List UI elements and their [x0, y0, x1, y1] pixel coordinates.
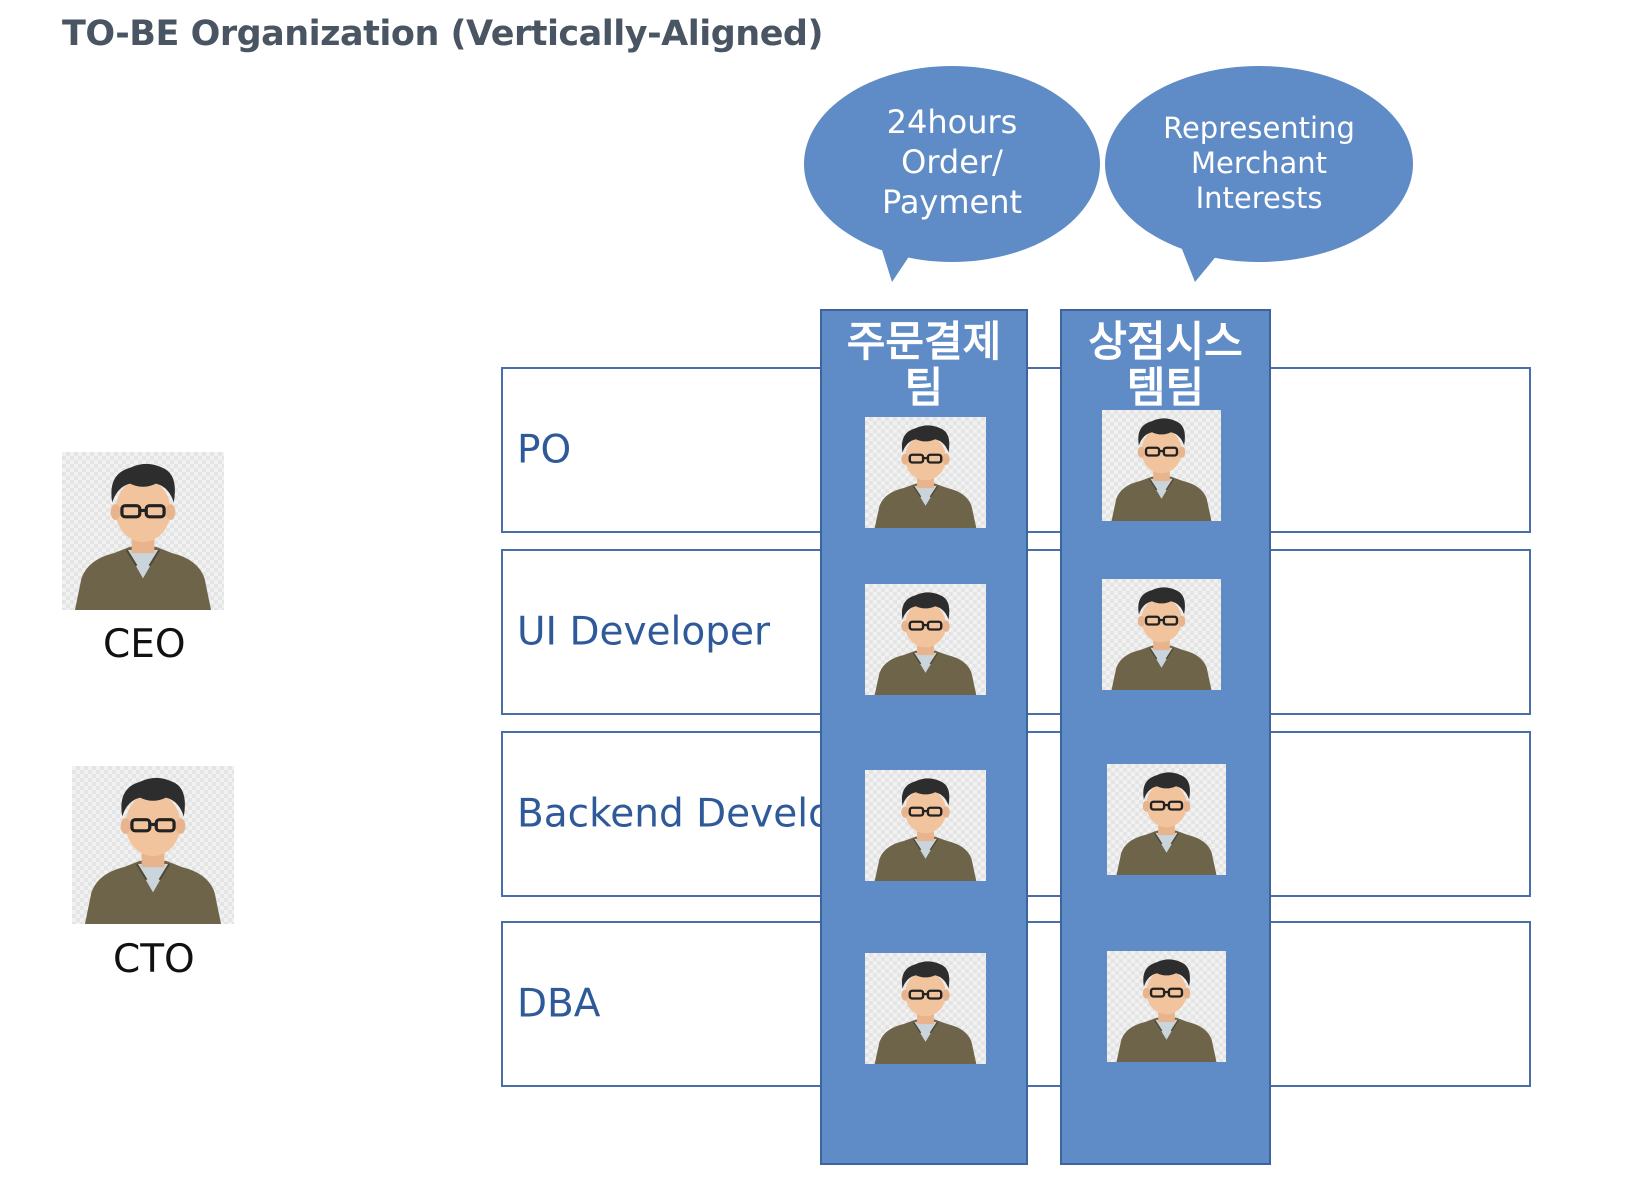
team-title-line2: 팀	[904, 363, 944, 412]
team-member-avatar	[1102, 410, 1221, 521]
team-member-avatar	[1102, 579, 1221, 690]
person-avatar-icon	[83, 776, 223, 924]
cto-label: CTO	[113, 937, 195, 982]
page-title: TO-BE Organization (Vertically-Aligned)	[62, 14, 823, 54]
ceo-avatar	[62, 452, 224, 610]
bubble-text-order-payment: 24hours Order/ Payment	[881, 103, 1023, 221]
person-avatar-icon	[873, 424, 978, 528]
person-avatar-icon	[873, 960, 978, 1064]
team-member-avatar	[865, 953, 986, 1064]
role-label-ui-developer: UI Developer	[517, 609, 771, 655]
ceo-label: CEO	[103, 622, 186, 667]
speech-bubble-shape	[804, 66, 1100, 282]
role-label-po: PO	[517, 427, 572, 473]
bubble-text-merchant-interests: Representing Merchant Interests	[1163, 111, 1355, 215]
role-label-dba: DBA	[517, 981, 601, 1027]
team-member-avatar	[865, 417, 986, 528]
person-avatar-icon	[1110, 417, 1213, 521]
team-title-line1: 상점시스	[1088, 317, 1243, 366]
person-avatar-icon	[1115, 771, 1218, 875]
team-title-order-payment: 주문결제 팀	[822, 319, 1026, 411]
cto-avatar	[72, 766, 234, 924]
person-avatar-icon	[1110, 586, 1213, 690]
person-avatar-icon	[73, 462, 213, 610]
team-title-line1: 주문결제	[846, 317, 1002, 366]
team-member-avatar	[1107, 951, 1226, 1062]
team-member-avatar	[865, 584, 986, 695]
speech-bubble-shape	[1105, 66, 1413, 282]
team-member-avatar	[1107, 764, 1226, 875]
person-avatar-icon	[873, 591, 978, 695]
team-title-merchant-system: 상점시스 템팀	[1062, 319, 1269, 411]
speech-bubble-merchant-interests: Representing Merchant Interests	[1103, 64, 1415, 286]
team-title-line2: 템팀	[1126, 363, 1205, 412]
team-member-avatar	[865, 770, 986, 881]
person-avatar-icon	[1115, 958, 1218, 1062]
person-avatar-icon	[873, 777, 978, 881]
speech-bubble-order-payment: 24hours Order/ Payment	[802, 64, 1102, 289]
